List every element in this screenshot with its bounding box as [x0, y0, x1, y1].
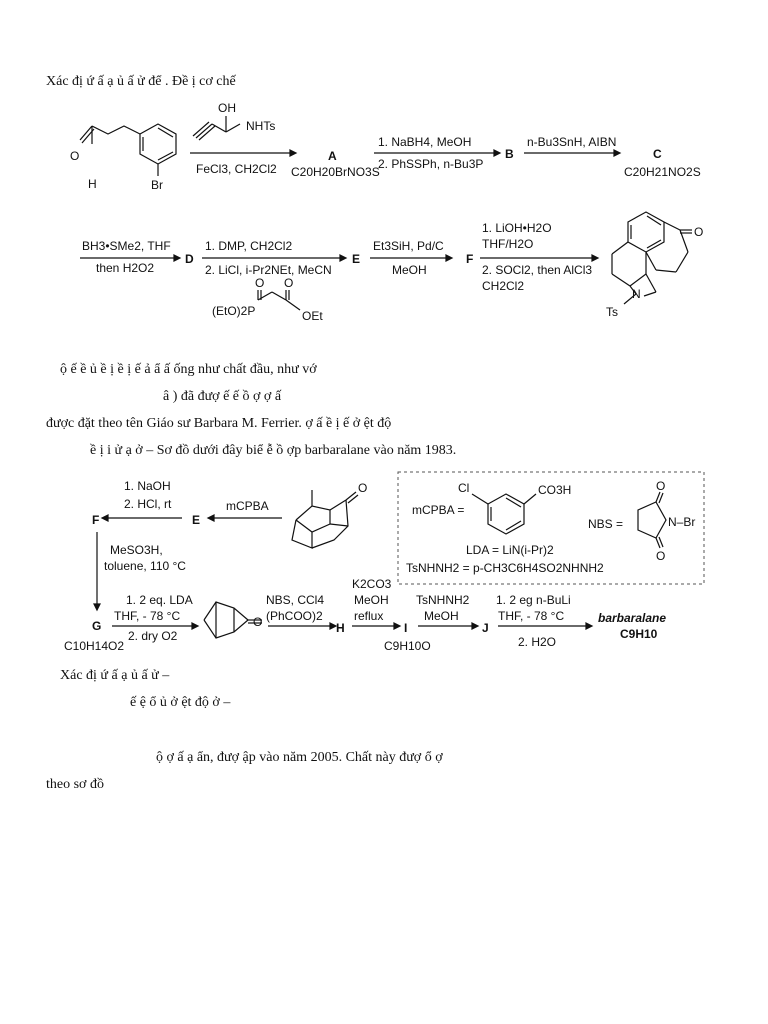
step-5-l2: MeOH: [354, 593, 389, 607]
box-tsnhnh2: TsNHNH2 = p-CH3C6H4SO2NHNH2: [406, 561, 604, 575]
sm-aldehyde-o: O: [70, 149, 79, 163]
compound-A: A: [328, 149, 337, 163]
step-3-bot: 2. dry O2: [128, 629, 178, 643]
arrow-6-bottom: MeOH: [392, 263, 427, 277]
adamantanone-o: O: [358, 481, 367, 495]
box-co3h: CO3H: [538, 483, 571, 497]
alkynol-reagent-structure: [192, 116, 241, 141]
step-1-l2: 2. HCl, rt: [124, 497, 172, 511]
box-nbs-label: NBS =: [588, 517, 623, 531]
nbs-structure: [637, 491, 667, 549]
adamantanone-structure: [291, 490, 359, 549]
compound-B: B: [505, 147, 514, 161]
compound-A-formula: C20H20BrNO3S: [291, 165, 380, 179]
arrow-2-top: 1. NaBH4, MeOH: [378, 135, 471, 149]
box-cl: Cl: [458, 481, 469, 495]
intro-text: Xác đị ứ ấ ạ ủ ấ ử để . Đề ị cơ chế: [46, 74, 236, 89]
step-6-bot: MeOH: [424, 609, 459, 623]
compound-I-formula: C9H10O: [384, 639, 431, 653]
paragraph-line-6: ế ệ ổ ủ ở ệt độ ở –: [130, 695, 231, 710]
mcpba-reagent: mCPBA: [226, 499, 269, 513]
phosphonate-oet: OEt: [302, 309, 323, 323]
step-4-top: NBS, CCl4: [266, 593, 324, 607]
arrow-5-top: 1. DMP, CH2Cl2: [205, 239, 292, 253]
compound-F-2: F: [92, 513, 99, 527]
nbs-n-br: N–Br: [668, 515, 695, 529]
bicyclic-ketone-structure: [203, 601, 262, 639]
compound-E-2: E: [192, 513, 200, 527]
box-lda: LDA = LiN(i-Pr)2: [466, 543, 554, 557]
compound-C-formula: C20H21NO2S: [624, 165, 701, 179]
box-mcpba-label: mCPBA =: [412, 503, 464, 517]
sm-bromine: Br: [151, 178, 163, 192]
arrow-1-conditions: FeCl3, CH2Cl2: [196, 162, 277, 176]
step-7-mid: THF, - 78 °C: [498, 609, 564, 623]
compound-G: G: [92, 619, 101, 633]
arrow-7-l2: THF/H2O: [482, 237, 533, 251]
paragraph-line-3: được đặt theo tên Giáo sư Barbara M. Fer…: [46, 416, 392, 431]
compound-G-formula: C10H14O2: [64, 639, 124, 653]
product-ts: Ts: [606, 305, 618, 319]
sm-aldehyde-h: H: [88, 177, 97, 191]
arrow-7-l4: CH2Cl2: [482, 279, 524, 293]
arrow-3-top: n-Bu3SnH, AIBN: [527, 135, 616, 149]
step-5-l1: K2CO3: [352, 577, 392, 591]
paragraph-line-4: ề ị i ử ạ ở – Sơ đồ dưới đây biể ễ ồ ợp …: [90, 443, 457, 458]
arrow-5-bottom: 2. LiCl, i-Pr2NEt, MeCN: [205, 263, 332, 277]
paragraph-line-8: theo sơ đồ: [46, 777, 104, 792]
tetracyclic-product-structure: [611, 211, 692, 305]
product-formula: C9H10: [620, 627, 658, 641]
arrow-4-top: BH3•SMe2, THF: [82, 239, 171, 253]
compound-D: D: [185, 252, 194, 266]
paragraph-line-1: ộ ế ề ủ ề ị ề ị ế ả ẩ ấ ống như chất đầu…: [60, 362, 317, 377]
phosphonate-o2: O: [284, 276, 293, 290]
compound-C: C: [653, 147, 662, 161]
compound-H: H: [336, 621, 345, 635]
arrow-7-l3: 2. SOCl2, then AlCl3: [482, 263, 592, 277]
arrow-2-bottom: 2. PhSSPh, n-Bu3P: [378, 157, 483, 171]
starting-aldehyde-structure: [79, 123, 177, 176]
reaction-scheme-1: O H Br OH NHTs FeCl3, CH2Cl2 A C20H20BrN…: [70, 101, 701, 192]
paragraph-line-5: Xác đị ứ ấ ạ ủ ấ ử –: [60, 668, 170, 683]
step-7-bot: 2. H2O: [518, 635, 556, 649]
reagent-oh-label: OH: [218, 101, 236, 115]
step-3-top: 1. 2 eq. LDA: [126, 593, 193, 607]
step-1-l1: 1. NaOH: [124, 479, 171, 493]
step-4-bot: (PhCOO)2: [266, 609, 323, 623]
compound-J: J: [482, 621, 489, 635]
bicyclic-ketone-o: O: [253, 615, 262, 629]
step-2-l2: toluene, 110 °C: [104, 559, 186, 573]
mcpba-structure: [471, 493, 537, 535]
phosphonate-left: (EtO)2P: [212, 304, 255, 318]
reaction-scheme-2: BH3•SMe2, THF then H2O2 D 1. DMP, CH2Cl2…: [80, 211, 703, 323]
compound-I: I: [404, 621, 407, 635]
step-3-mid: THF, - 78 °C: [114, 609, 180, 623]
nbs-o-bottom: O: [656, 549, 665, 563]
reaction-scheme-3: Cl CO3H mCPBA = NBS = O O N–Br LDA = LiN…: [64, 471, 705, 653]
product-nitrogen: N: [632, 287, 641, 301]
arrow-4-bottom: then H2O2: [96, 261, 154, 275]
compound-E: E: [352, 252, 360, 266]
step-6-top: TsNHNH2: [416, 593, 470, 607]
nbs-o-top: O: [656, 479, 665, 493]
arrow-6-top: Et3SiH, Pd/C: [373, 239, 444, 253]
reagent-nhts-label: NHTs: [246, 119, 275, 133]
step-2-l1: MeSO3H,: [110, 543, 163, 557]
paragraph-line-2: â ) đã đượ ế ế ồ ợ ợ ấ: [163, 389, 282, 404]
paragraph-line-7: ộ ợ ấ ạ ẩn, đượ ập vào năm 2005. Chất nà…: [156, 750, 443, 765]
product-barbaralane: barbaralane: [598, 611, 666, 625]
phosphonate-structure: [257, 290, 301, 311]
step-5-l3: reflux: [354, 609, 383, 623]
compound-F: F: [466, 252, 473, 266]
step-7-top: 1. 2 eg n-BuLi: [496, 593, 571, 607]
product-ketone-o: O: [694, 225, 703, 239]
phosphonate-o1: O: [255, 276, 264, 290]
reagent-legend-box: [397, 471, 705, 585]
arrow-7-l1: 1. LiOH•H2O: [482, 221, 552, 235]
